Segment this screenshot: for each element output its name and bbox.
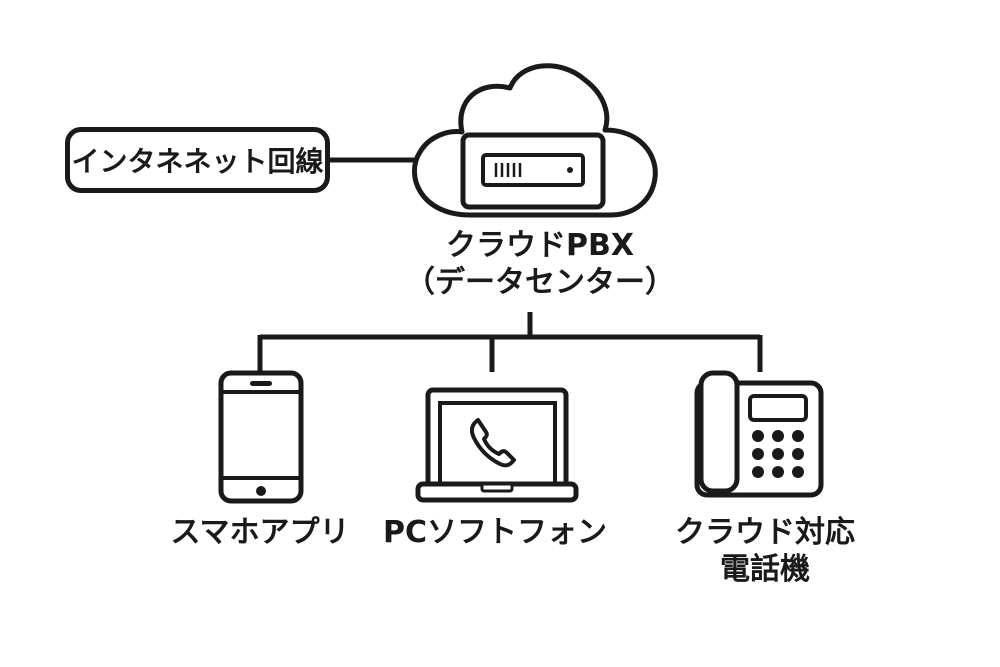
- internet-line-label: インタネネット回線: [71, 145, 324, 178]
- internet-line-box: インタネネット回線: [65, 127, 330, 193]
- cloud-pbx-title: クラウドPBX: [446, 228, 634, 263]
- cloud-pbx-subtitle: （データセンター）: [405, 265, 675, 300]
- device-connectors: [257, 312, 763, 372]
- server-led-icon: [567, 167, 573, 173]
- desk-phone-icon: [694, 370, 824, 498]
- laptop-phone-icon: [415, 387, 579, 503]
- smartphone-icon: [218, 370, 304, 504]
- device-label-smartphone: スマホアプリ: [170, 515, 350, 550]
- device-label-desk-phone: クラウド対応: [675, 515, 855, 550]
- server-vents-icon: [494, 163, 522, 177]
- server-unit-icon: [481, 153, 585, 187]
- device-label-desk-phone-line2: 電話機: [720, 552, 810, 587]
- device-label-pc: PCソフトフォン: [382, 515, 607, 550]
